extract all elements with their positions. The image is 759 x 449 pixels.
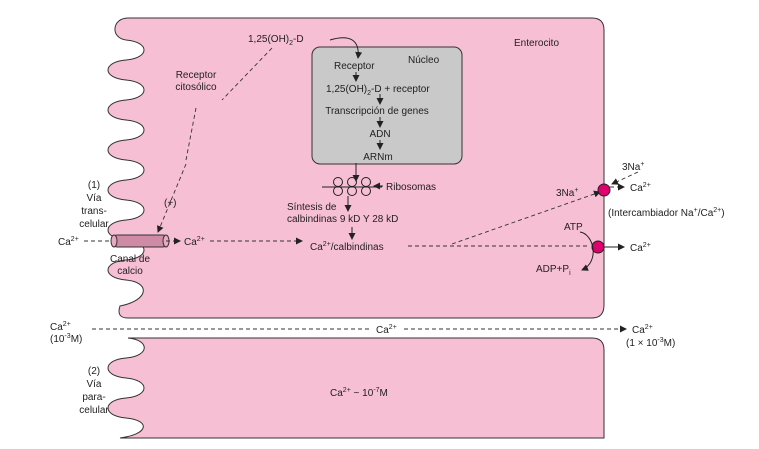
- cytosolic-receptor-line1: Receptor: [176, 70, 217, 81]
- arrow-calbindin-exchanger: [451, 190, 601, 245]
- arrow-vitamin-entry: [221, 47, 273, 101]
- na-in-label: 3Na+: [556, 187, 578, 199]
- pathway2-number: (2): [88, 366, 100, 377]
- pathway2-line1: Vía: [86, 379, 101, 390]
- nucleus-title: Núcleo: [408, 55, 440, 66]
- ribosomes-label: Ribosomas: [386, 182, 436, 193]
- plus-sign: (+): [164, 198, 177, 209]
- synthesis-line2: calbindinas 9 kD Y 28 kD: [287, 214, 398, 225]
- nucleus-dna: ADN: [369, 129, 390, 140]
- lumen-concentration: (10-3M): [50, 333, 82, 345]
- synthesis-line1: Síntesis de: [287, 202, 337, 213]
- cell-label: Enterocito: [514, 38, 559, 49]
- channel-label-2: calcio: [117, 266, 143, 277]
- nucleus-receptor: Receptor: [334, 61, 375, 72]
- pathway2-line2: para-: [82, 392, 105, 403]
- ca-paracellular: Ca2+: [376, 324, 397, 336]
- exchanger-label: (Intercambiador Na+/Ca2+): [608, 207, 725, 219]
- adp-label: ADP+Pi: [536, 264, 571, 277]
- blood-concentration: (1 × 10-3M): [626, 337, 675, 349]
- nucleus-transcription: Transcripción de genes: [325, 106, 429, 117]
- na-top-label: 3Na+: [622, 161, 644, 173]
- arrow-plus-channel: [157, 163, 187, 233]
- ca-calbindin-label: Ca2+/calbindinas: [310, 241, 384, 253]
- calcium-channel: [110, 234, 170, 248]
- channel-label-1: Canal de: [110, 254, 150, 265]
- ca-blood: Ca2+: [632, 324, 653, 336]
- cytosolic-receptor-line: [185, 107, 197, 161]
- lower-cell: [107, 337, 605, 439]
- vitamin-d-label: 1,25(OH)2-D: [248, 34, 304, 47]
- pathway1-line1: Vía: [86, 193, 101, 204]
- pathway1-line3: celular: [79, 219, 109, 230]
- ca-intracellular: Ca2+: [184, 236, 205, 248]
- ribosomes-icon: [333, 177, 371, 196]
- cytosolic-receptor-line2: citosólico: [175, 82, 217, 93]
- ca-pump-out: Ca2+: [630, 242, 651, 254]
- pathway1-line2: trans-: [81, 206, 107, 217]
- ca-lumen-para: Ca2+: [50, 321, 71, 333]
- nucleus: [311, 46, 463, 165]
- ca-lumen: Ca2+: [58, 236, 79, 248]
- na-ca-exchanger: [597, 183, 611, 197]
- ca-exchanger-out: Ca2+: [630, 182, 651, 194]
- pathway1-number: (1): [88, 180, 100, 191]
- nucleus-mrna: ARNm: [363, 152, 392, 163]
- nucleus-complex: 1,25(OH)2-D + receptor: [326, 84, 430, 97]
- arrow-na-in: [611, 171, 639, 185]
- cell2-concentration: Ca2+ ~ 10-7M: [330, 387, 388, 399]
- pathway2-line3: celular: [79, 405, 109, 416]
- ca-atpase-pump: [591, 240, 605, 254]
- arrow-atp-adp: [579, 231, 594, 271]
- atp-label: ATP: [564, 222, 583, 233]
- arrow-vitamin-receptor: [329, 37, 363, 59]
